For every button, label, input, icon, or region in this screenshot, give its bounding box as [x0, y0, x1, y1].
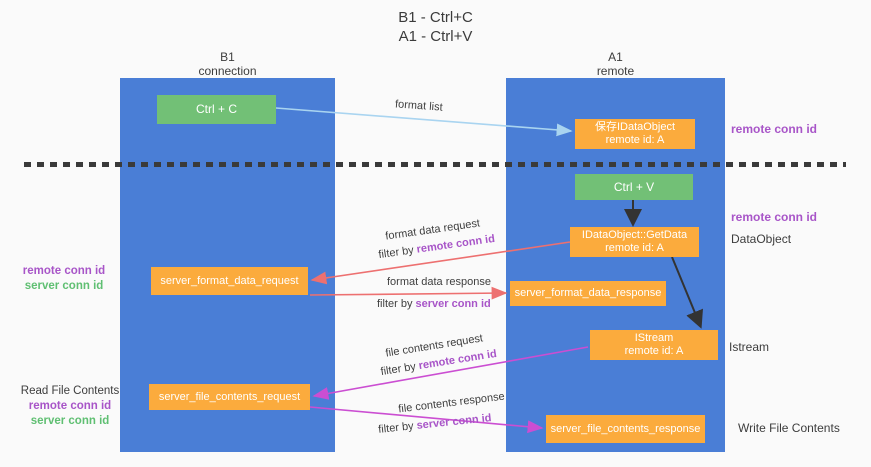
right-column-header: A1 remote — [506, 50, 725, 78]
annotation-remote-conn-id-mid-right: remote conn id — [731, 210, 818, 224]
save-idataobject-line2: remote id: A — [605, 134, 665, 146]
right-header-line2: remote — [596, 64, 635, 78]
annotation-write-file-contents: Write File Contents — [738, 421, 840, 435]
label-filter-by-server-conn-id-2: filter by server conn id — [378, 412, 492, 436]
arrow-format-data-response — [309, 286, 508, 300]
ctrl-v-node: Ctrl + V — [575, 174, 693, 200]
filter-by-text-4: filter by — [377, 420, 415, 436]
server-file-contents-response-label: server_file_contents_response — [550, 422, 701, 435]
left-header-line1: B1 — [220, 50, 235, 64]
label-format-data-response: format data response — [387, 276, 491, 288]
left-column-header: B1 connection — [120, 50, 335, 78]
annotation-remote-conn-id-top-right: remote conn id — [731, 122, 818, 136]
annotation-istream: Istream — [729, 340, 770, 354]
title-line-2: A1 - Ctrl+V — [398, 28, 473, 45]
istream-line2: remote id: A — [624, 345, 684, 357]
read-server-conn-id: server conn id — [30, 415, 110, 427]
ctrl-c-node: Ctrl + C — [157, 95, 276, 124]
annotation-left-conn-ids: remote conn id server conn id — [14, 264, 114, 294]
getdata-line2: remote id: A — [605, 242, 664, 254]
server-format-data-request-node: server_format_data_request — [151, 267, 308, 295]
server-format-data-response-label: server_format_data_response — [514, 287, 662, 299]
server-format-data-request-label: server_format_data_request — [160, 274, 299, 287]
istream-line1: IStream — [634, 332, 674, 344]
idataobject-getdata-node: IDataObject::GetData remote id: A — [570, 227, 699, 257]
annotation-read-file-contents-block: Read File Contents remote conn id server… — [14, 384, 126, 429]
filter-by-text-3: filter by — [379, 360, 417, 379]
left-server-conn-id: server conn id — [24, 280, 104, 292]
server-conn-id-text-1: server conn id — [415, 298, 491, 310]
title-line-1: B1 - Ctrl+C — [398, 9, 473, 26]
ctrl-c-label: Ctrl + C — [195, 102, 237, 116]
label-format-list: format list — [394, 98, 444, 114]
server-conn-id-text-2: server conn id — [416, 412, 493, 432]
save-idataobject-node: 保存IDataObject remote id: A — [575, 119, 695, 149]
server-file-contents-request-node: server_file_contents_request — [149, 384, 310, 410]
right-header-line1: A1 — [608, 50, 623, 64]
ctrl-v-label: Ctrl + V — [613, 179, 655, 194]
left-remote-conn-id: remote conn id — [22, 265, 106, 277]
phase-separator-dashed-line — [24, 162, 846, 167]
getdata-line1: IDataObject::GetData — [581, 229, 688, 241]
filter-by-text-2: filter by — [377, 298, 413, 310]
label-filter-by-server-conn-id-1: filter by server conn id — [377, 298, 491, 310]
read-file-contents-label: Read File Contents — [20, 385, 120, 397]
read-remote-conn-id: remote conn id — [28, 400, 112, 412]
server-format-data-response-node: server_format_data_response — [510, 281, 666, 306]
filter-by-text-1: filter by — [377, 244, 415, 262]
istream-node: IStream remote id: A — [590, 330, 718, 360]
server-file-contents-response-node: server_file_contents_response — [546, 415, 705, 443]
diagram-title: B1 - Ctrl+C A1 - Ctrl+V — [0, 8, 871, 46]
annotation-dataobject: DataObject — [731, 232, 792, 246]
server-file-contents-request-label: server_file_contents_request — [158, 390, 301, 403]
left-header-line2: connection — [198, 64, 257, 78]
save-idataobject-line1: 保存IDataObject — [594, 121, 676, 133]
